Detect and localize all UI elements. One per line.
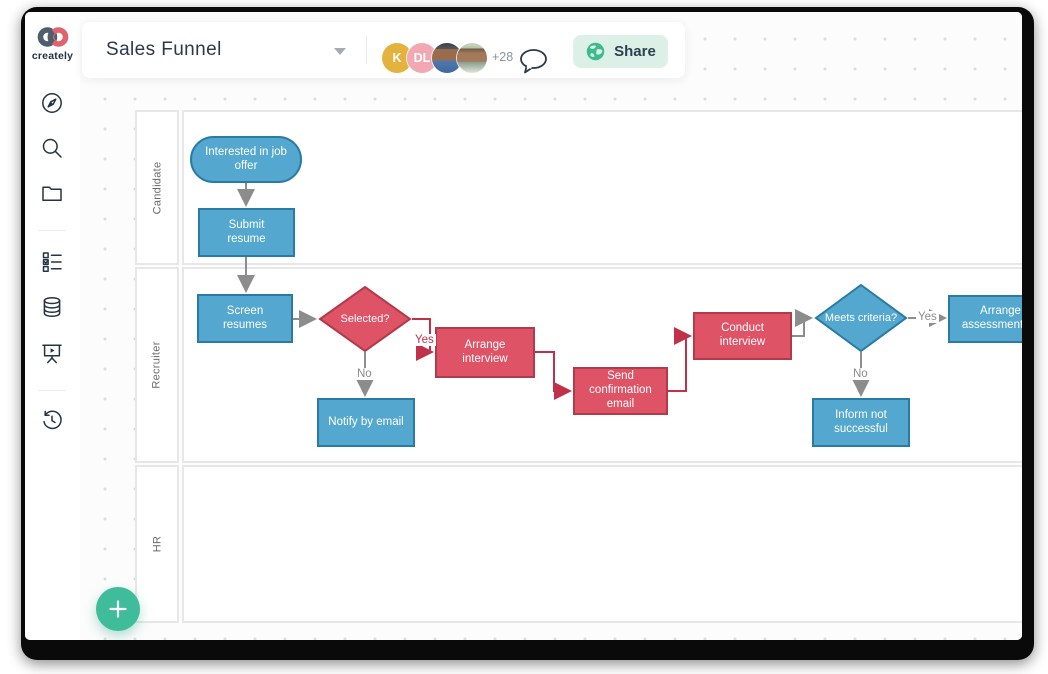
diamond-shape: [814, 283, 908, 353]
sidebar-item-navigator[interactable]: [40, 91, 64, 115]
node-submit-resume[interactable]: Submit resume: [198, 208, 295, 257]
sidebar-item-data[interactable]: [40, 295, 64, 319]
edge-label-no-selected[interactable]: No: [355, 368, 374, 380]
lane-label-cell-candidate[interactable]: Candidate: [135, 110, 179, 265]
presentation-icon: [42, 344, 62, 364]
collaborator-overflow-count[interactable]: +28: [492, 50, 514, 64]
node-conduct-interview[interactable]: Conduct interview: [693, 312, 792, 360]
share-button[interactable]: Share: [573, 35, 668, 68]
lane-candidate: Candidate: [135, 110, 1022, 265]
lane-body-candidate[interactable]: [182, 110, 1022, 265]
topbar-divider: [366, 36, 367, 64]
edge-label-no-meets[interactable]: No: [851, 368, 870, 380]
node-screen-resumes[interactable]: Screen resumes: [197, 294, 293, 343]
search-icon: [42, 138, 62, 158]
edge-label-yes-meets[interactable]: Yes: [916, 311, 939, 323]
avatar-dl[interactable]: DL: [407, 43, 437, 73]
task-list-icon: [42, 252, 62, 272]
lane-body-hr[interactable]: [182, 465, 1022, 623]
lane-label: HR: [151, 535, 163, 553]
node-inform-not-successful[interactable]: Inform not successful: [812, 398, 910, 447]
lane-label: Candidate: [151, 161, 164, 214]
sidebar-divider: [38, 230, 66, 231]
node-arrange-assessment[interactable]: Arrange assessment da: [948, 295, 1022, 343]
topbar: Sales Funnel K DL +28: [82, 22, 685, 78]
comments-button[interactable]: [518, 48, 550, 75]
lane-label: Recruiter: [151, 341, 164, 389]
node-notify-by-email[interactable]: Notify by email: [317, 398, 415, 447]
lane-hr: HR: [135, 465, 1022, 623]
node-arrange-interview[interactable]: Arrange interview: [435, 327, 535, 378]
sidebar-item-task-list[interactable]: [40, 250, 64, 274]
node-selected-decision[interactable]: Selected?: [318, 285, 412, 353]
app-window: Candidate Recruiter HR: [25, 12, 1022, 640]
document-title[interactable]: Sales Funnel: [106, 39, 222, 60]
diamond-text: Meets criteria?: [824, 312, 898, 324]
app-window-frame: Candidate Recruiter HR: [21, 7, 1034, 660]
avatar-photo-2[interactable]: [457, 43, 487, 73]
node-send-confirmation-email[interactable]: Send confirmation email: [573, 367, 668, 415]
creately-logo-icon: [37, 27, 68, 47]
creately-logo[interactable]: creately: [25, 25, 80, 62]
diamond-shape: [318, 285, 412, 353]
sidebar-item-history[interactable]: [40, 408, 64, 432]
folder-icon: [42, 186, 62, 201]
edge-label-yes-selected[interactable]: Yes: [413, 334, 436, 346]
node-interested-in-job-offer[interactable]: Interested in job offer: [190, 136, 302, 183]
share-button-label: Share: [614, 43, 656, 60]
plus-icon: [109, 600, 127, 618]
sidebar: creately: [25, 12, 80, 640]
creately-wordmark: creately: [31, 50, 74, 62]
compass-icon: [42, 93, 62, 113]
history-icon: [43, 410, 62, 430]
database-icon: [43, 296, 61, 318]
sidebar-item-folders[interactable]: [40, 181, 64, 205]
sidebar-item-search[interactable]: [40, 136, 64, 160]
collaborator-avatars: K DL: [382, 43, 487, 73]
globe-icon: [586, 42, 605, 61]
chevron-down-icon[interactable]: [334, 48, 346, 55]
diamond-text: Selected?: [340, 313, 390, 325]
sidebar-divider: [38, 390, 66, 391]
lane-label-cell-hr[interactable]: HR: [135, 465, 179, 623]
sidebar-item-present[interactable]: [40, 341, 64, 365]
lane-label-cell-recruiter[interactable]: Recruiter: [135, 267, 179, 463]
node-meets-criteria-decision[interactable]: Meets criteria?: [814, 283, 908, 353]
comment-bubble-icon: [520, 49, 547, 74]
add-shape-button[interactable]: [96, 587, 140, 631]
